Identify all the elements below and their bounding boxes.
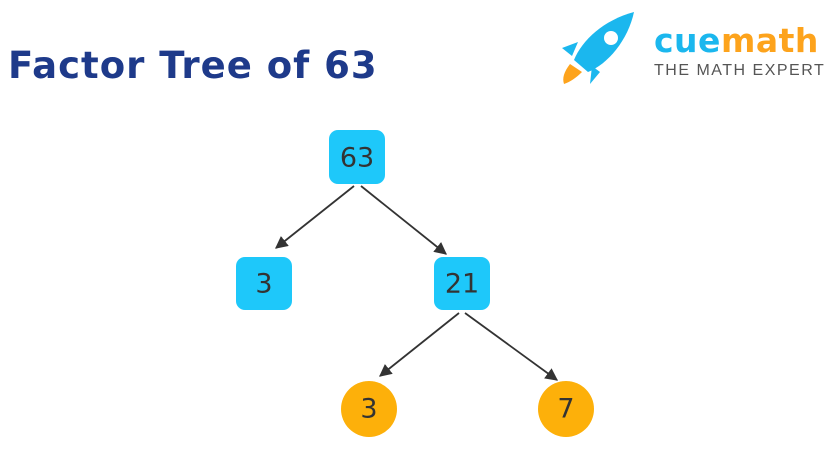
page-title: Factor Tree of 63 [8, 44, 378, 87]
tree-node-prime-left-label: 3 [360, 394, 377, 425]
tree-node-prime-right: 7 [538, 381, 594, 437]
edge-63-to-21 [360, 185, 447, 255]
tree-node-factor-left-label: 3 [255, 269, 272, 300]
tree-node-factor-left: 3 [236, 257, 292, 310]
tree-node-root: 63 [329, 130, 385, 184]
edge-63-to-3 [275, 185, 355, 249]
tree-node-prime-left: 3 [341, 381, 397, 437]
brand-name: cuemath [654, 24, 819, 57]
brand-tagline: THE MATH EXPERT [654, 62, 826, 79]
tree-node-prime-right-label: 7 [557, 394, 574, 425]
brand-name-part2: math [720, 21, 819, 60]
rocket-icon [562, 12, 634, 84]
edge-21-to-7 [464, 312, 559, 381]
tree-node-factor-right-label: 21 [445, 269, 479, 300]
cuemath-logo: cuemath THE MATH EXPERT [556, 8, 824, 90]
tree-node-factor-right: 21 [434, 257, 490, 310]
tree-node-root-label: 63 [340, 143, 374, 174]
brand-name-part1: cue [654, 21, 721, 60]
edge-21-to-3 [379, 312, 460, 377]
